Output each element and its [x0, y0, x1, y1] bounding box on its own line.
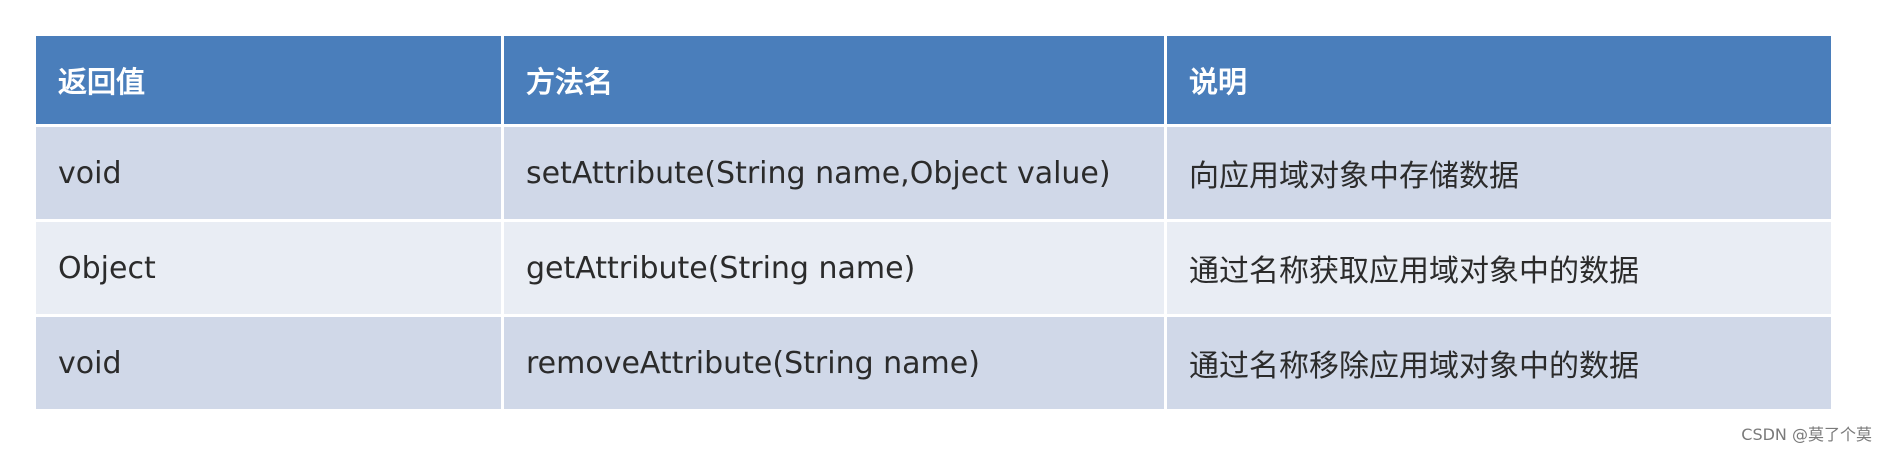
- csdn-watermark: CSDN @莫了个莫: [1741, 425, 1872, 444]
- table-cell-description: 通过名称移除应用域对象中的数据: [1167, 317, 1831, 409]
- header-description: 说明: [1167, 36, 1831, 124]
- header-method-name: 方法名: [504, 36, 1164, 124]
- table-cell-return: void: [36, 317, 501, 409]
- table-cell-method: setAttribute(String name,Object value): [504, 127, 1164, 219]
- table-cell-return: void: [36, 127, 501, 219]
- table-cell-method: removeAttribute(String name): [504, 317, 1164, 409]
- api-table: 返回值 方法名 说明 void setAttribute(String name…: [36, 36, 1831, 409]
- header-return-value: 返回值: [36, 36, 501, 124]
- table-cell-description: 向应用域对象中存储数据: [1167, 127, 1831, 219]
- table-cell-method: getAttribute(String name): [504, 222, 1164, 314]
- table-cell-description: 通过名称获取应用域对象中的数据: [1167, 222, 1831, 314]
- table-cell-return: Object: [36, 222, 501, 314]
